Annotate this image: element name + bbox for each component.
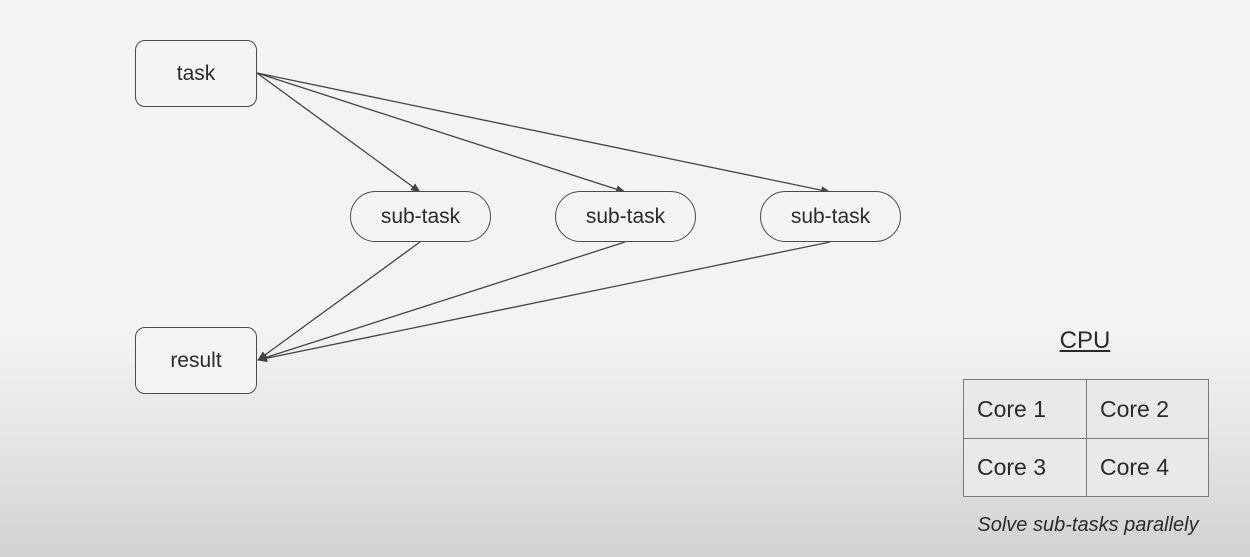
cpu-core-4: Core 4 xyxy=(1086,438,1208,496)
subtask-node-3: sub-task xyxy=(760,191,901,242)
subtask-node-label: sub-task xyxy=(585,204,666,228)
edge-subtask-3-to-result xyxy=(257,241,831,363)
task-node-label: task xyxy=(176,61,216,85)
edge-task-to-subtask-1 xyxy=(256,72,421,193)
task-node: task xyxy=(135,40,257,107)
subtask-node-label: sub-task xyxy=(380,204,461,228)
edge-subtask-1-to-result xyxy=(257,241,421,361)
cpu-core-1: Core 1 xyxy=(977,395,1047,422)
edge-task-to-subtask-3 xyxy=(256,72,831,195)
result-node: result xyxy=(135,327,257,394)
edge-subtask-2-to-result xyxy=(257,241,626,362)
cpu-core-2: Core 2 xyxy=(1086,380,1208,438)
edge-task-to-subtask-2 xyxy=(256,72,626,194)
result-node-label: result xyxy=(170,348,222,372)
subtask-node-2: sub-task xyxy=(555,191,696,242)
cpu-caption: Solve sub-tasks parallely xyxy=(977,514,1199,536)
cpu-core-grid: Core 1 Core 2 Core 3 Core 4 xyxy=(963,379,1209,497)
subtask-node-1: sub-task xyxy=(350,191,491,242)
cpu-core-3: Core 3 xyxy=(964,438,1086,496)
subtask-node-label: sub-task xyxy=(790,204,871,228)
cpu-title: CPU xyxy=(1059,327,1111,354)
